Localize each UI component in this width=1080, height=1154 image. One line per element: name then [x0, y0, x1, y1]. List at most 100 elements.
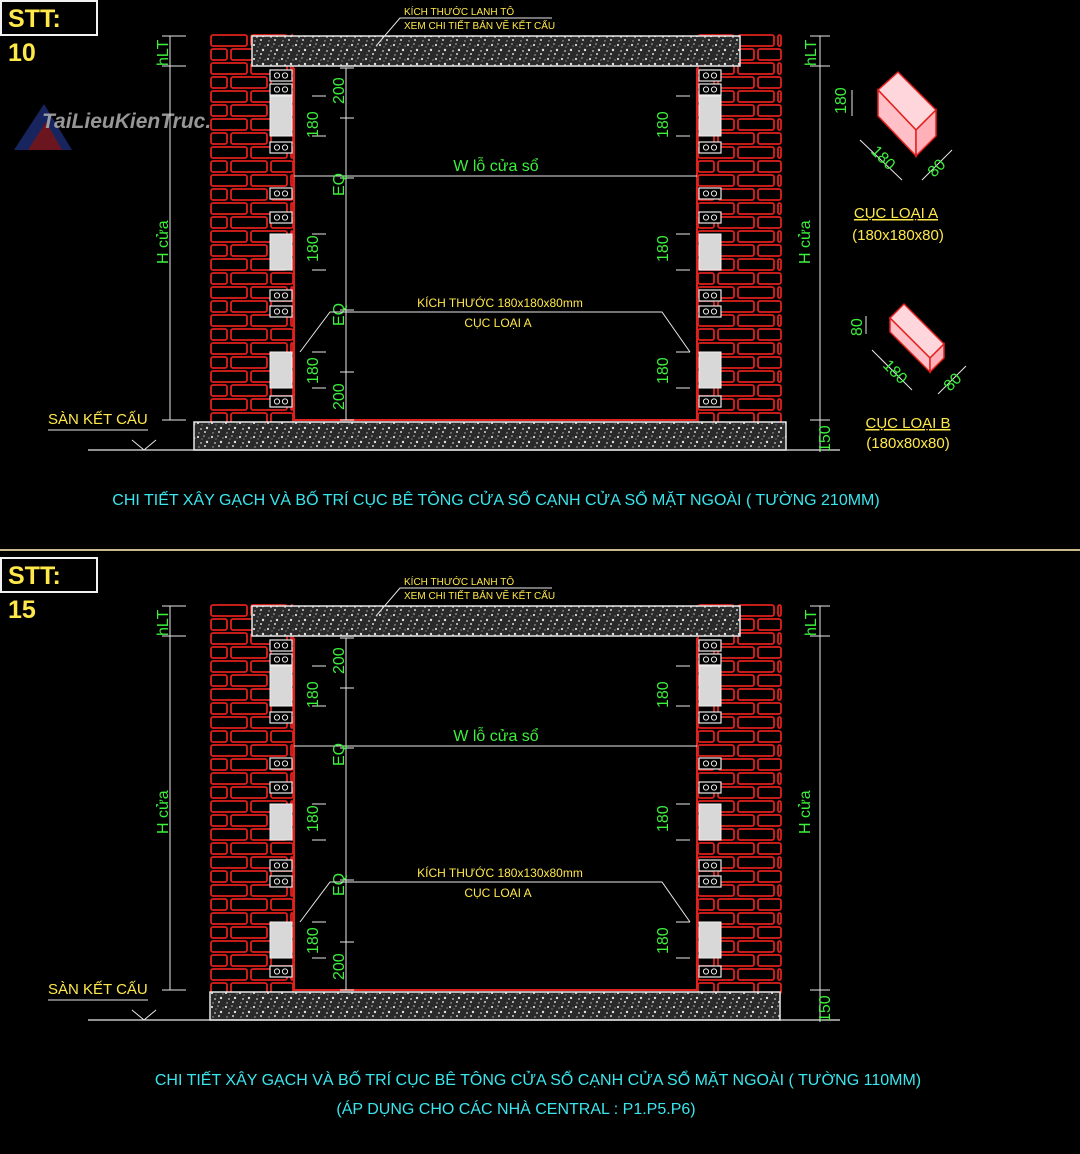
lintel-beam	[251, 605, 741, 637]
slab-label: SÀN KẾT CẤU	[48, 981, 148, 998]
hollow-brick	[269, 757, 293, 770]
dim-window-width: W lỗ cửa sổ	[453, 726, 539, 745]
stt-label-1: STT: 10	[0, 0, 98, 67]
legend-a-title: CỤC LOẠI A	[854, 205, 938, 222]
concrete-block-2	[698, 803, 722, 841]
dim-180-block-2: 180	[305, 805, 322, 832]
dim-180-block-3: 180	[305, 927, 322, 954]
brick-wall-right	[696, 604, 782, 995]
legend-a-dim-h: 180	[833, 87, 850, 114]
dim-180-block-1: 180	[305, 681, 322, 708]
stt-label-2: STT: 15	[0, 557, 98, 624]
legend-block-a: 180 180 80 CỤC LOẠI A (180x180x80)	[833, 70, 953, 244]
dim-180-block-4: 180	[655, 681, 672, 708]
brick-wall-left	[210, 34, 295, 425]
watermark-text: TaiLieuKienTruc.Net	[42, 110, 246, 133]
lintel-leader	[375, 17, 552, 47]
hollow-brick	[269, 965, 293, 978]
dim-eq-lower: EQ	[331, 873, 348, 896]
legend-a-dim-l: 180	[867, 143, 898, 174]
dim-180-block-1: 180	[305, 111, 322, 138]
concrete-block-3	[269, 921, 293, 959]
hollow-brick	[269, 69, 293, 82]
concrete-block-1	[698, 95, 722, 137]
dim-hlt-left: hLT	[155, 609, 172, 636]
concrete-block-2	[269, 233, 293, 271]
dim-180-block-3: 180	[305, 357, 322, 384]
dim-eq-lower: EQ	[331, 303, 348, 326]
watermark-logo: TaiLieuKienTruc.Net	[14, 104, 246, 150]
concrete-block-3	[269, 351, 293, 389]
hollow-brick	[269, 305, 293, 318]
legend-a-size: (180x180x80)	[852, 227, 944, 244]
concrete-block-3	[698, 351, 722, 389]
dim-h-cua-left: H cửa	[155, 220, 172, 264]
hollow-brick	[698, 757, 722, 770]
floor-slab	[209, 991, 781, 1021]
lintel-beam	[251, 35, 741, 67]
hollow-brick	[269, 875, 293, 888]
dim-180-block-5: 180	[655, 805, 672, 832]
hollow-brick	[269, 289, 293, 302]
block-type-note: CỤC LOẠI A	[464, 316, 531, 330]
dim-hlt-left: hLT	[155, 39, 172, 66]
legend-b-dim-w: 80	[941, 370, 966, 395]
hollow-brick	[698, 69, 722, 82]
hollow-brick	[698, 653, 722, 666]
block-type-note: CỤC LOẠI A	[464, 886, 531, 900]
concrete-block-1	[269, 95, 293, 137]
block-size-note: KÍCH THƯỚC 180x130x80mm	[417, 865, 583, 880]
dim-180-block-4: 180	[655, 111, 672, 138]
slab-label: SÀN KẾT CẤU	[48, 411, 148, 428]
hollow-brick	[698, 639, 722, 652]
hollow-brick	[698, 859, 722, 872]
dim-h-cua-right: H cửa	[797, 790, 814, 834]
hollow-brick	[698, 395, 722, 408]
dim-150-slab: 150	[817, 425, 834, 452]
dim-h-cua-left: H cửa	[155, 790, 172, 834]
hollow-brick	[698, 187, 722, 200]
dim-180-block-6: 180	[655, 927, 672, 954]
dim-eq-upper: EQ	[331, 743, 348, 766]
dim-h-cua-right: H cửa	[797, 220, 814, 264]
hollow-brick	[269, 653, 293, 666]
hollow-brick	[269, 639, 293, 652]
concrete-block-2	[698, 233, 722, 271]
dimension-lines	[162, 35, 830, 452]
hollow-brick	[269, 141, 293, 154]
hollow-brick	[698, 211, 722, 224]
hollow-brick	[698, 141, 722, 154]
dim-hlt-right: hLT	[803, 609, 820, 636]
hollow-brick	[269, 211, 293, 224]
concrete-block-1	[698, 665, 722, 707]
dim-200-bottom: 200	[331, 953, 348, 980]
lintel-note-line-1: KÍCH THƯỚC LANH TÔ	[404, 575, 514, 588]
concrete-block-1	[269, 665, 293, 707]
lintel-leader	[375, 587, 552, 617]
block-note-leader	[299, 311, 691, 353]
dim-180-block-2: 180	[305, 235, 322, 262]
block-note-leader	[299, 881, 691, 923]
dim-hlt-right: hLT	[803, 39, 820, 66]
level-marker	[131, 1009, 157, 1021]
caption-panel-2-line-1: CHI TIẾT XÂY GẠCH VÀ BỐ TRÍ CỤC BÊ TÔNG …	[155, 1069, 921, 1089]
legend-block-b: 80 180 80 CỤC LOẠI B (180x80x80)	[849, 302, 967, 452]
dim-180-block-6: 180	[655, 357, 672, 384]
block-size-note: KÍCH THƯỚC 180x180x80mm	[417, 295, 583, 310]
dim-150-slab: 150	[817, 995, 834, 1022]
dim-180-block-5: 180	[655, 235, 672, 262]
dim-200-bottom: 200	[331, 383, 348, 410]
hollow-brick	[269, 395, 293, 408]
hollow-brick	[698, 965, 722, 978]
legend-b-size: (180x80x80)	[866, 435, 949, 452]
brick-wall-right	[696, 34, 782, 425]
hollow-brick	[269, 83, 293, 96]
hollow-brick	[269, 781, 293, 794]
hollow-brick	[269, 187, 293, 200]
dim-eq-upper: EQ	[331, 173, 348, 196]
hollow-brick	[269, 711, 293, 724]
dim-window-width: W lỗ cửa sổ	[453, 156, 539, 175]
lintel-note-line-2: XEM CHI TIẾT BẢN VẼ KẾT CẤU	[404, 589, 555, 602]
